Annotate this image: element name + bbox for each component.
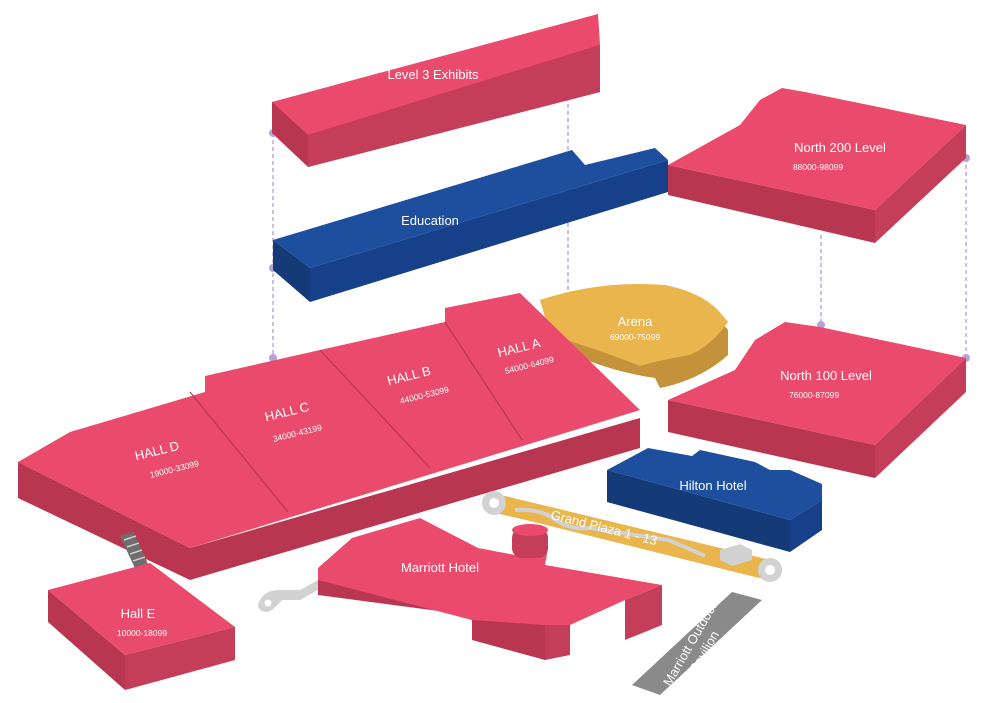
- plaza-end-cap-right: [758, 558, 782, 582]
- zone-hilton-hotel[interactable]: Hilton Hotel: [607, 448, 822, 552]
- plaza-kiosk: [720, 544, 752, 566]
- zone-education[interactable]: Education: [273, 148, 668, 302]
- zone-arena[interactable]: Arena 69000-75099: [540, 284, 728, 388]
- arena-range: 69000-75099: [610, 332, 660, 342]
- zone-north-200-level[interactable]: North 200 Level 88000-98099: [668, 88, 966, 243]
- education-label: Education: [401, 213, 459, 228]
- zone-level-3-exhibits[interactable]: Level 3 Exhibits: [272, 14, 600, 167]
- zone-north-100-level[interactable]: North 100 Level 76000-87099: [668, 322, 966, 478]
- marriott-tower-icon: [512, 528, 548, 558]
- plaza-path: [514, 507, 706, 558]
- hilton-hotel-label: Hilton Hotel: [679, 478, 746, 493]
- hall-e-label: Hall E: [121, 606, 156, 621]
- zone-hall-e[interactable]: Hall E 10000-18099: [48, 563, 235, 690]
- zone-marriott-hotel[interactable]: Marriott Hotel: [318, 518, 662, 660]
- hall-e-range: 10000-18099: [117, 628, 167, 638]
- level-3-exhibits-label: Level 3 Exhibits: [387, 67, 479, 82]
- north-100-label: North 100 Level: [780, 368, 872, 383]
- plaza-end-cap-left: [482, 491, 506, 515]
- arena-label: Arena: [618, 314, 653, 329]
- zone-grand-plaza[interactable]: Grand Plaza 1 - 13: [482, 491, 782, 582]
- north-200-label: North 200 Level: [794, 140, 886, 155]
- north-200-range: 88000-98099: [793, 162, 843, 172]
- marriott-walkway: [258, 580, 318, 612]
- exhibit-halls-block: [18, 293, 640, 580]
- marriott-hotel-label: Marriott Hotel: [401, 560, 479, 575]
- north-100-range: 76000-87099: [789, 390, 839, 400]
